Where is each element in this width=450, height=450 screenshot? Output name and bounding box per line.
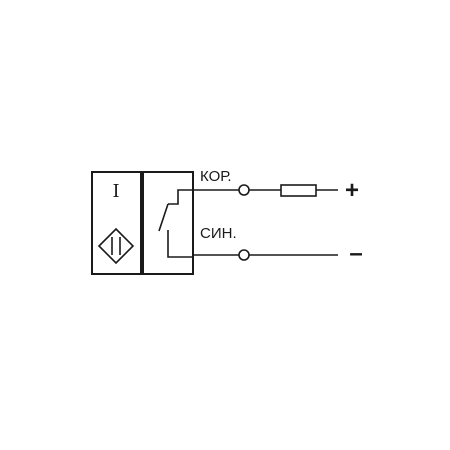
sensor-type-symbol: I bbox=[112, 181, 119, 202]
terminal-bottom bbox=[238, 249, 250, 261]
inductive-sensor-icon bbox=[97, 227, 135, 265]
switch-contact-icon bbox=[158, 189, 193, 258]
sensor-body-left bbox=[91, 171, 142, 275]
terminal-top bbox=[238, 184, 250, 196]
resistor-icon bbox=[280, 184, 317, 197]
sensor-body-right bbox=[142, 171, 194, 275]
wire-label-bottom: СИН. bbox=[200, 225, 237, 242]
negative-terminal-sign: – bbox=[349, 240, 362, 267]
wire-label-top: КОР. bbox=[200, 168, 232, 185]
positive-terminal-sign: + bbox=[345, 177, 359, 204]
